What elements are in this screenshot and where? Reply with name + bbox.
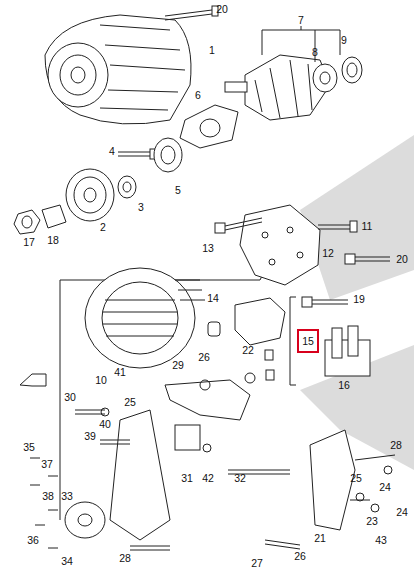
callout-number: 29 [172, 359, 184, 371]
callout-number: 17 [23, 236, 35, 248]
callout-number: 23 [366, 515, 378, 527]
callout-number: 30 [64, 391, 76, 403]
callout-number: 16 [338, 379, 350, 391]
callout-number: 32 [234, 472, 246, 484]
callout-number: 10 [95, 374, 107, 386]
callout-number: 26 [198, 351, 210, 363]
callout-number: 37 [41, 458, 53, 470]
callout-number: 27 [251, 557, 263, 569]
callout-number: 34 [61, 555, 73, 567]
callout-number: 33 [61, 490, 73, 502]
callout-number: 8 [312, 46, 318, 58]
callout-number: 40 [99, 418, 111, 430]
callout-box: 15 [297, 329, 319, 353]
callout-number: 7 [298, 14, 304, 26]
callout-number: 42 [202, 472, 214, 484]
callout-number: 15 [299, 335, 317, 347]
callout-number: 13 [202, 242, 214, 254]
callout-number: 41 [114, 366, 126, 378]
callout-number: 20 [216, 3, 228, 15]
callout-number: 20 [396, 253, 408, 265]
callout-number: 38 [42, 490, 54, 502]
callout-number: 2 [100, 221, 106, 233]
callout-number: 39 [84, 430, 96, 442]
callout-number: 21 [314, 532, 326, 544]
callout-number: 5 [175, 184, 181, 196]
callout-number: 28 [119, 552, 131, 564]
callout-number: 14 [207, 292, 219, 304]
callout-number: 26 [294, 550, 306, 562]
callout-number: 43 [375, 534, 387, 546]
callout-number: 4 [109, 145, 115, 157]
callout-number: 25 [124, 396, 136, 408]
callout-number: 9 [341, 34, 347, 46]
callout-number: 31 [181, 472, 193, 484]
callout-number: 24 [396, 506, 408, 518]
callout-number: 12 [322, 247, 334, 259]
callout-number: 24 [379, 481, 391, 493]
callout-number: 28 [390, 439, 402, 451]
callout-number: 19 [353, 293, 365, 305]
callout-number: 11 [362, 220, 373, 232]
callout-number: 36 [27, 534, 39, 546]
callout-number: 35 [23, 441, 35, 453]
callout-number: 1 [209, 44, 215, 56]
callout-number: 22 [242, 344, 254, 356]
callout-number: 3 [138, 201, 144, 213]
callout-number: 6 [195, 89, 201, 101]
callout-number: 18 [47, 234, 59, 246]
callout-number: 25 [350, 472, 362, 484]
